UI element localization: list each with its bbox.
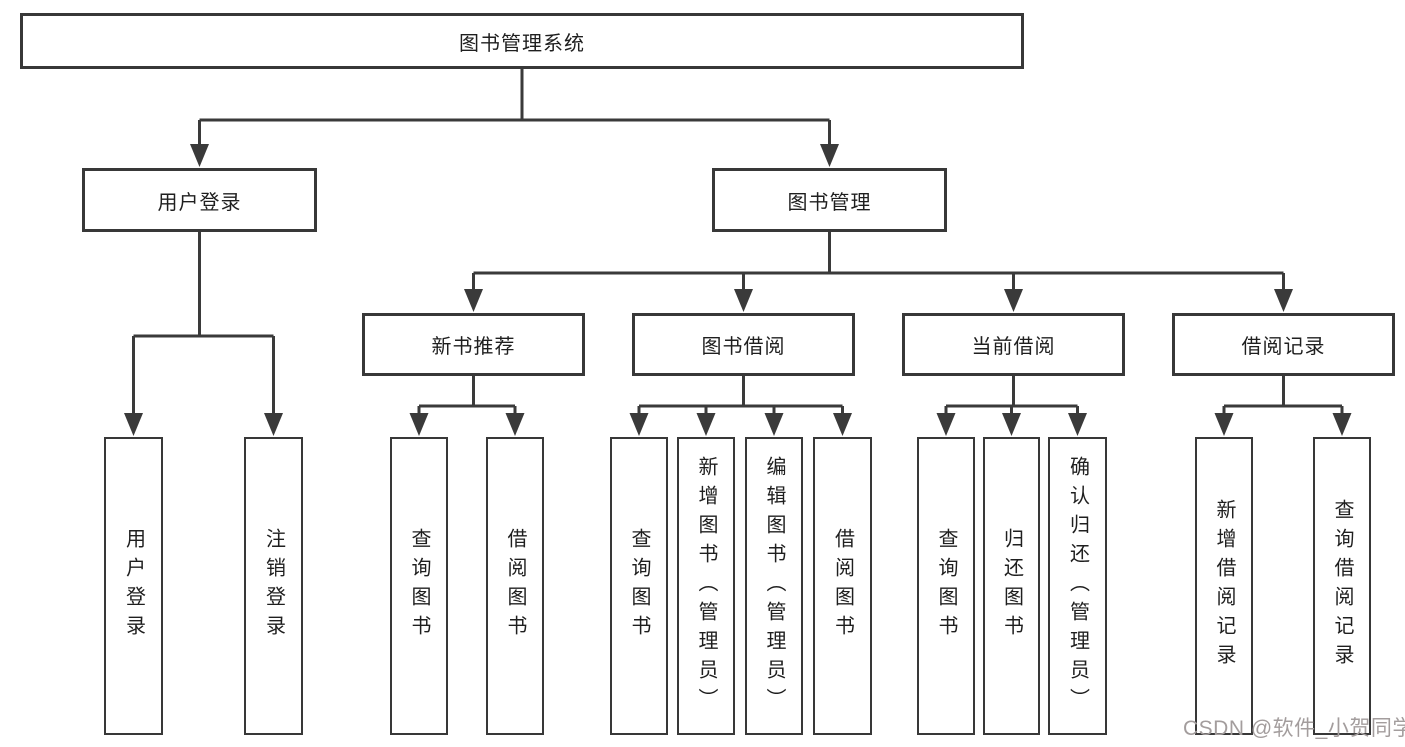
- leaf-borrow-edit-books-admin: 编辑图书（管理员）: [745, 437, 803, 735]
- leaf-borrow-add-books-admin: 新增图书（管理员）: [677, 437, 735, 735]
- leaf-current-confirm-return-admin: 确认归还（管理员）: [1048, 437, 1107, 735]
- node-root-library-system: 图书管理系统: [20, 13, 1024, 69]
- leaf-logout: 注销登录: [244, 437, 303, 735]
- leaf-record-add-borrow-record: 新增借阅记录: [1195, 437, 1253, 735]
- csdn-watermark: CSDN @软件_小贺同学: [1183, 717, 1405, 740]
- node-book-borrow: 图书借阅: [632, 313, 855, 376]
- leaf-borrow-borrow-books: 借阅图书: [813, 437, 872, 735]
- leaf-newbook-query-books: 查询图书: [390, 437, 448, 735]
- leaf-user-login: 用户登录: [104, 437, 163, 735]
- node-user-login: 用户登录: [82, 168, 317, 232]
- node-borrow-record: 借阅记录: [1172, 313, 1395, 376]
- leaf-record-query-borrow-record: 查询借阅记录: [1313, 437, 1371, 735]
- leaf-borrow-query-books: 查询图书: [610, 437, 668, 735]
- node-book-management: 图书管理: [712, 168, 947, 232]
- node-new-book-recommend: 新书推荐: [362, 313, 585, 376]
- leaf-current-return-books: 归还图书: [983, 437, 1040, 735]
- node-current-borrow: 当前借阅: [902, 313, 1125, 376]
- leaf-current-query-books: 查询图书: [917, 437, 975, 735]
- leaf-newbook-borrow-books: 借阅图书: [486, 437, 544, 735]
